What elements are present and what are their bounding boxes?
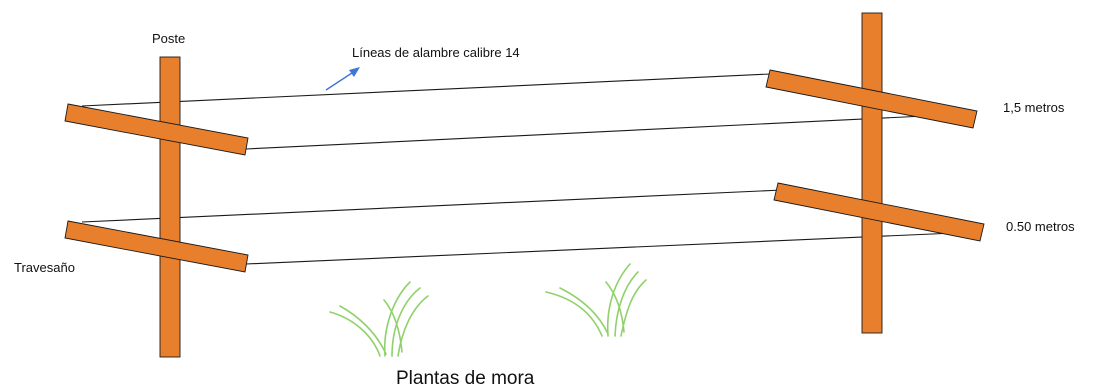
label-wire: Líneas de alambre calibre 14 — [352, 45, 520, 60]
label-height-top: 1,5 metros — [1003, 100, 1065, 115]
right-crossbar-upper — [765, 69, 978, 129]
right-crossbar-lower — [773, 182, 985, 242]
left-crossbar-lower — [64, 220, 249, 273]
right-post — [861, 12, 883, 334]
wire-pointer-arrow — [325, 67, 360, 91]
wire-lower-front — [245, 232, 956, 265]
label-height-bottom: 0.50 metros — [1006, 219, 1075, 234]
wire-lines — [81, 73, 956, 265]
left-crossbar-upper — [64, 103, 249, 156]
blackberry-plant-left — [329, 281, 429, 357]
label-crossbar: Travesaño — [14, 260, 75, 275]
label-post: Poste — [152, 31, 185, 46]
left-post — [159, 56, 181, 358]
wire-upper-front — [245, 115, 926, 150]
wire-lower-back — [81, 189, 783, 223]
caption-plants: Plantas de mora — [396, 368, 535, 389]
wire-upper-back — [81, 73, 771, 107]
blackberry-plant-right — [545, 263, 647, 337]
